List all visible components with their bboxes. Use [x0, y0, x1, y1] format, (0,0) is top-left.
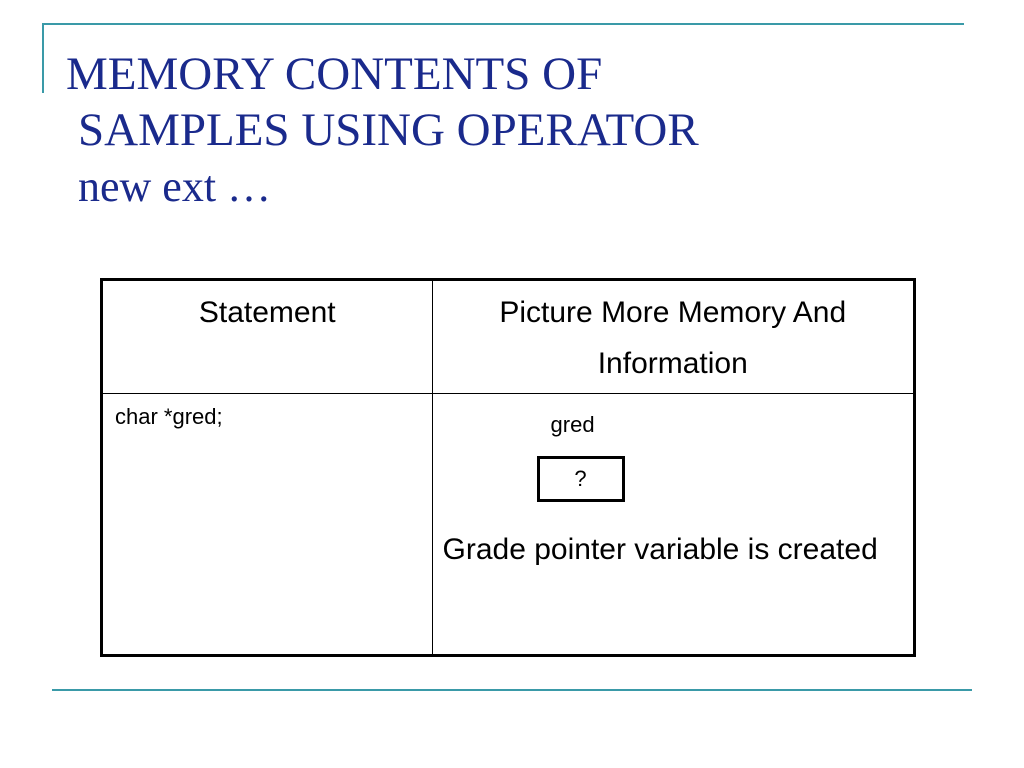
header-picture: Picture More Memory And Information: [431, 279, 916, 394]
header-statement: Statement: [101, 279, 433, 394]
picture-cell: gred ? Grade pointer variable is created: [431, 393, 916, 656]
slide-title: MEMORY CONTENTS OF SAMPLES USING OPERATO…: [66, 46, 966, 214]
memory-table: Statement Picture More Memory And Inform…: [100, 278, 916, 657]
variable-name-label: gred: [550, 412, 595, 437]
title-line-2: SAMPLES USING OPERATOR: [78, 104, 699, 157]
slide-frame-bottom-line: [52, 689, 972, 691]
title-line-1: MEMORY CONTENTS OF: [66, 48, 603, 100]
table-row: char *gred; gred ? Grade pointer variabl…: [101, 393, 916, 656]
slide-frame-top-line: [42, 23, 964, 25]
description-text: Grade pointer variable is created: [442, 533, 878, 566]
memory-box: ?: [536, 456, 625, 502]
slide-frame-left-line: [42, 23, 44, 93]
statement-cell: char *gred;: [101, 393, 433, 656]
table-header-row: Statement Picture More Memory And Inform…: [101, 279, 916, 394]
title-line-3: new ext …: [78, 161, 272, 211]
